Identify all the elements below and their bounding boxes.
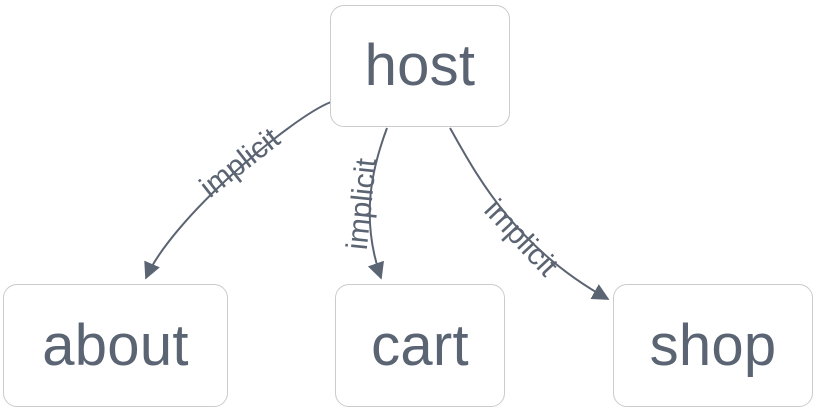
edge-label-host-cart: implicit (341, 156, 383, 251)
node-about: about (3, 284, 228, 407)
edge-label-group: implicit implicit implicit (194, 121, 565, 283)
node-host: host (330, 5, 510, 127)
edge-host-shop (449, 127, 610, 300)
node-label-cart: cart (371, 312, 469, 378)
edge-host-cart (367, 127, 388, 280)
edge-label-host-shop: implicit (478, 193, 565, 283)
node-shop: shop (613, 284, 813, 407)
node-label-host: host (364, 33, 476, 98)
edge-host-about (144, 101, 332, 280)
node-cart: cart (335, 284, 505, 407)
edge-label-host-about: implicit (194, 121, 287, 204)
node-label-about: about (42, 312, 189, 378)
node-label-shop: shop (649, 312, 777, 378)
edge-group (144, 101, 610, 300)
